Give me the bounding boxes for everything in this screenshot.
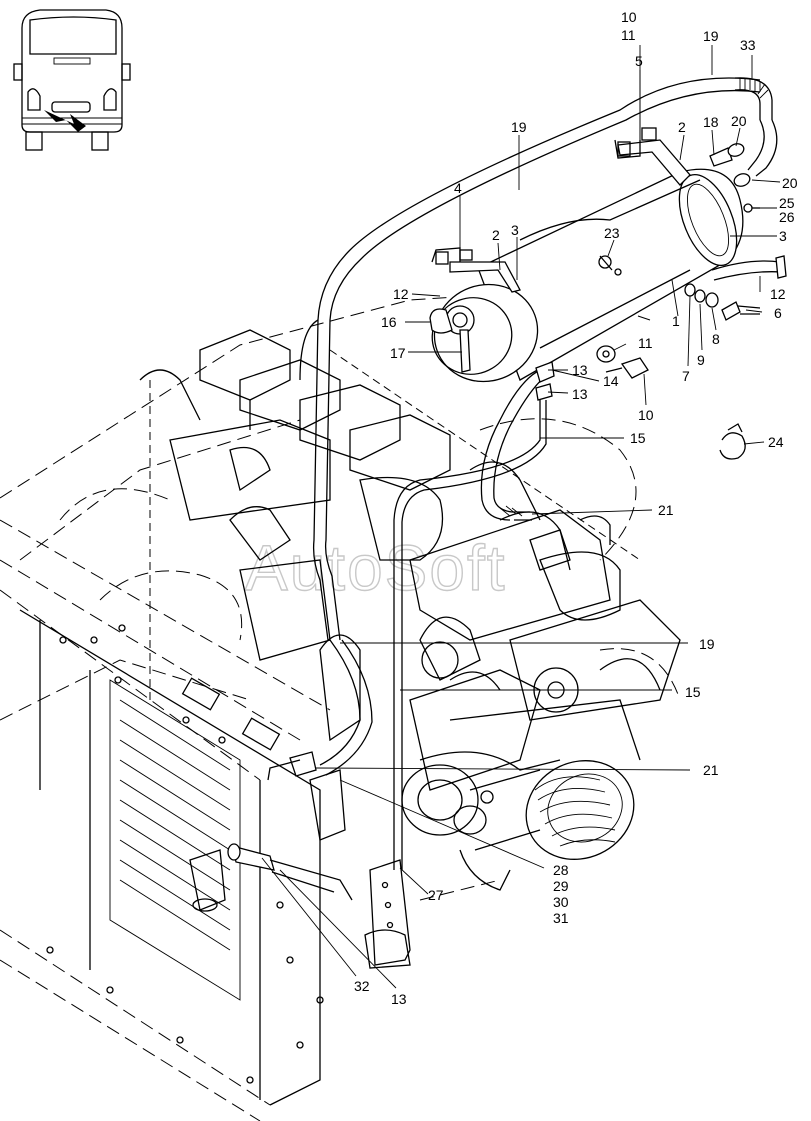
- callout-9: 9: [697, 352, 705, 368]
- callout-18: 18: [703, 114, 719, 130]
- callout-11-mid: 11: [638, 335, 653, 351]
- callout-14: 14: [603, 373, 619, 389]
- callout-3-right: 3: [779, 228, 787, 244]
- callout-29: 29: [553, 878, 569, 894]
- callout-labels: 10 11 19 33 5 2 18 20 20 19 4 2 3 25 26 …: [354, 9, 798, 1007]
- callout-27: 27: [428, 887, 444, 903]
- callout-19-low: 19: [699, 636, 715, 652]
- bus-rear-inset: [13, 9, 131, 151]
- callout-12-left: 12: [393, 286, 409, 302]
- callout-33: 33: [740, 37, 756, 53]
- callout-19-top: 19: [703, 28, 719, 44]
- engine-block: [139, 329, 681, 912]
- callout-12-right: 12: [770, 286, 786, 302]
- callout-13-a: 13: [572, 362, 588, 378]
- callout-10-mid: 10: [638, 407, 654, 423]
- callout-20-b: 20: [782, 175, 798, 191]
- callout-21-low: 21: [703, 762, 719, 778]
- callout-24: 24: [768, 434, 784, 450]
- radiator-frame: [0, 519, 331, 1121]
- callout-13-b: 13: [572, 386, 588, 402]
- callout-3-left: 3: [511, 222, 519, 238]
- callout-25: 25: [779, 195, 795, 211]
- callout-19-mid: 19: [511, 119, 527, 135]
- callout-6: 6: [774, 305, 782, 321]
- hoses: [227, 77, 787, 901]
- filter-canister: [429, 127, 760, 383]
- callout-23: 23: [604, 225, 620, 241]
- callout-11-top: 11: [621, 27, 636, 43]
- callout-16: 16: [381, 314, 397, 330]
- callout-4: 4: [454, 180, 462, 196]
- support-bracket: [364, 859, 411, 969]
- callout-21-top: 21: [658, 502, 674, 518]
- callout-2-right: 2: [678, 119, 686, 135]
- callout-28: 28: [553, 862, 569, 878]
- callout-32: 32: [354, 978, 370, 994]
- callout-15-low: 15: [685, 684, 701, 700]
- fasteners: [596, 283, 761, 460]
- callout-26: 26: [779, 209, 795, 225]
- callout-13-bottom: 13: [391, 991, 407, 1007]
- callout-30: 30: [553, 894, 569, 910]
- callout-5: 5: [635, 53, 643, 69]
- callout-10-top: 10: [621, 9, 637, 25]
- callout-7: 7: [682, 368, 690, 384]
- callout-8: 8: [712, 331, 720, 347]
- callout-31: 31: [553, 910, 569, 926]
- leader-lines: [261, 45, 781, 989]
- callout-15-top: 15: [630, 430, 646, 446]
- callout-20-a: 20: [731, 113, 747, 129]
- callout-1: 1: [672, 313, 680, 329]
- callout-17: 17: [390, 345, 406, 361]
- watermark-text: AutoSoft: [245, 532, 507, 604]
- callout-2-left: 2: [492, 227, 500, 243]
